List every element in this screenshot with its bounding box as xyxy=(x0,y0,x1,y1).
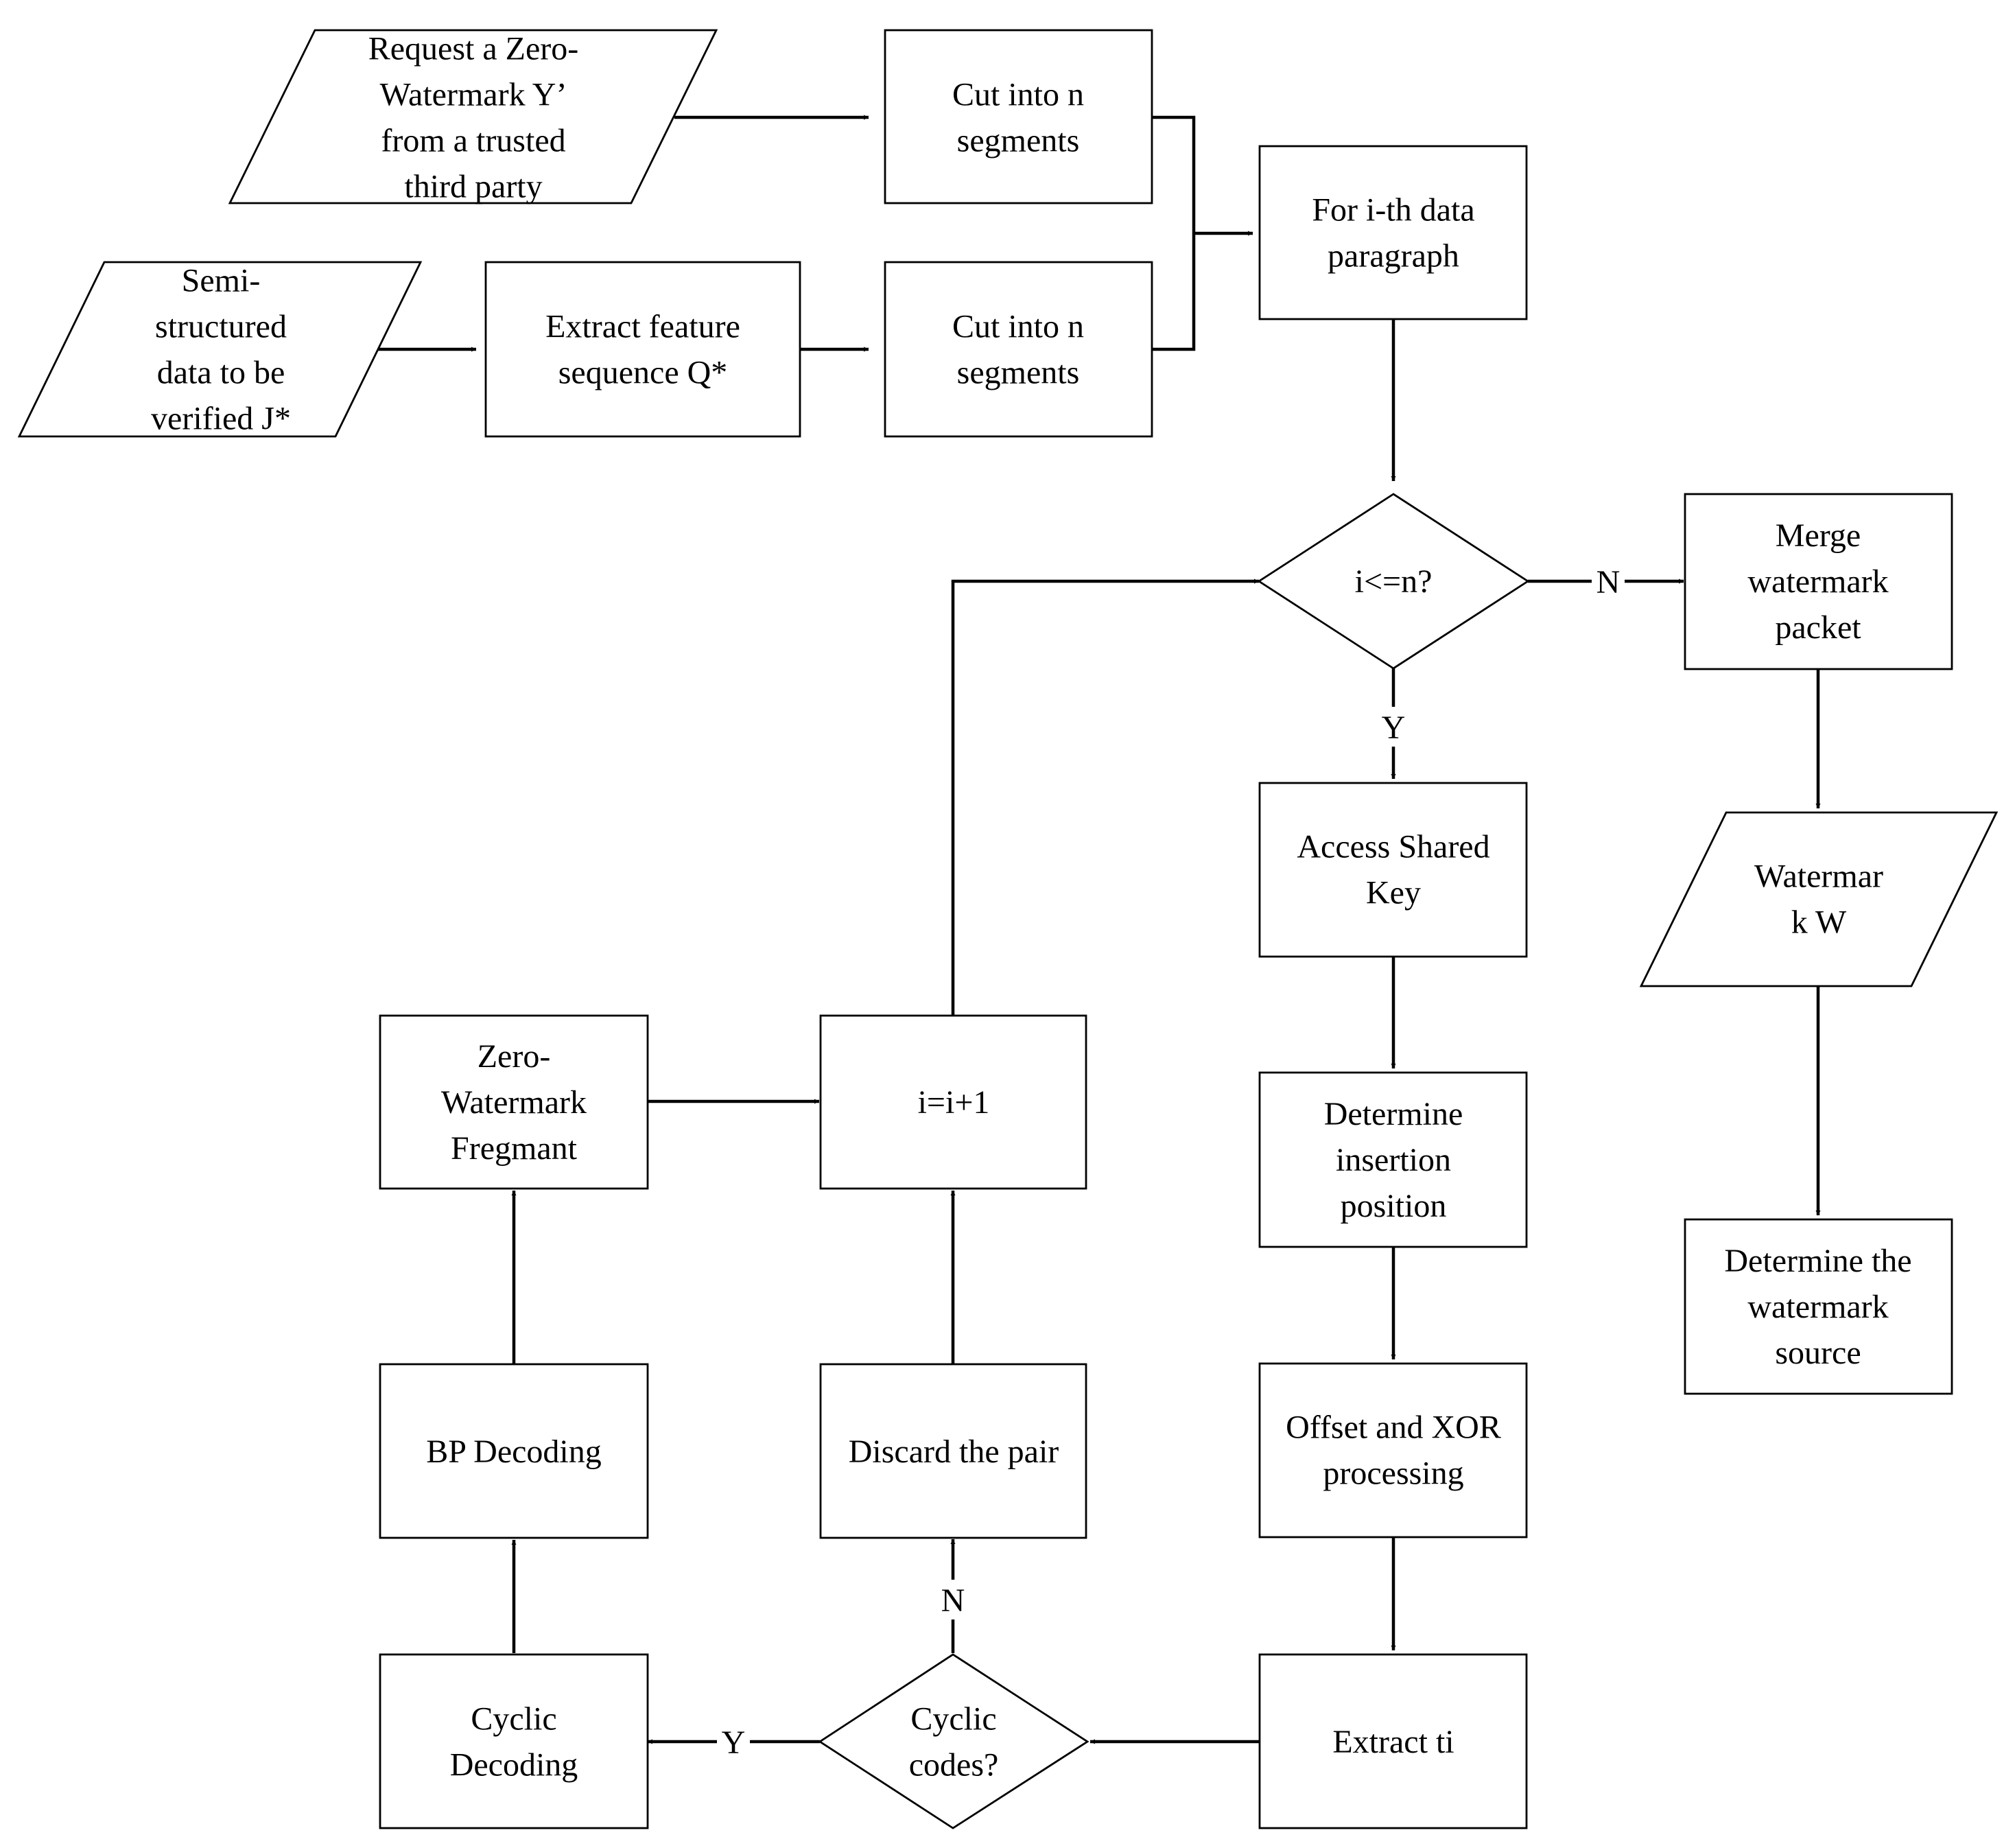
cyclic-codes-label: Cyclic codes? xyxy=(909,1701,999,1783)
extract-ti-node: Extract ti xyxy=(1258,1653,1528,1829)
extract-feature-node: Extract feature sequence Q* xyxy=(484,261,801,438)
cut-top-node: Cut into n segments xyxy=(884,29,1153,204)
label-line: structured xyxy=(155,309,287,345)
label-line: Extract ti xyxy=(1332,1724,1454,1760)
label-line: Access Shared xyxy=(1297,829,1489,865)
bp-decoding-label: BP Decoding xyxy=(426,1434,602,1470)
offset-xor-label: Offset and XOR processing xyxy=(1286,1410,1501,1492)
label-line: watermark xyxy=(1747,1289,1888,1325)
edge-label-y-cyclic: Y xyxy=(722,1724,746,1761)
i-increment-label: i=i+1 xyxy=(918,1084,990,1121)
label-line: Determine the xyxy=(1724,1243,1911,1279)
bp-decoding-node: BP Decoding xyxy=(379,1363,649,1539)
cyclic-codes-decision: Cyclic codes? xyxy=(818,1653,1089,1829)
label-line: Cyclic xyxy=(910,1701,996,1738)
label-line: Merge xyxy=(1776,517,1861,554)
label-line: i=i+1 xyxy=(918,1084,990,1121)
label-line: sequence Q* xyxy=(558,355,728,391)
determine-source-node: Determine the watermark source xyxy=(1684,1218,1953,1395)
extract-ti-label: Extract ti xyxy=(1332,1724,1454,1760)
label-line: BP Decoding xyxy=(426,1434,602,1470)
i-le-n-decision: i<=n? xyxy=(1257,493,1530,670)
edge-label-n-merge: N xyxy=(1596,564,1621,600)
cut-bottom-label: Cut into n segments xyxy=(952,309,1084,391)
merge-packet-label: Merge watermark packet xyxy=(1747,517,1888,646)
label-line: segments xyxy=(957,355,1080,391)
discard-pair-label: Discard the pair xyxy=(849,1434,1059,1470)
watermark-w-label: Watermar k W xyxy=(1754,858,1883,941)
request-zero-watermark-node: Request a Zero- Watermark Y’ from a truste… xyxy=(228,29,718,205)
label-line: verified J* xyxy=(151,401,291,437)
label-line: Cyclic xyxy=(471,1701,556,1738)
label-line: Request a Zero- xyxy=(368,31,579,67)
label-line: from a trusted xyxy=(381,123,565,159)
connectors xyxy=(376,115,1821,1744)
edge-increment-to-decision xyxy=(951,578,1259,1016)
for-ith-label: For i-th data paragraph xyxy=(1312,192,1474,274)
determine-source-label: Determine the watermark source xyxy=(1724,1243,1911,1371)
label-line: source xyxy=(1775,1335,1861,1371)
label-line: Determine xyxy=(1324,1096,1463,1132)
label-line: Semi- xyxy=(182,263,261,299)
label-line: Watermark Y’ xyxy=(380,77,567,113)
label-line: codes? xyxy=(909,1747,999,1783)
insertion-position-label: Determine insertion position xyxy=(1324,1096,1463,1224)
label-line: packet xyxy=(1775,609,1861,646)
request-zero-watermark-label: Request a Zero- Watermark Y’ from a truste… xyxy=(368,31,579,205)
label-line: Extract feature xyxy=(545,309,740,345)
label-line: segments xyxy=(957,123,1080,159)
label-line: Watermar xyxy=(1754,858,1883,895)
label-line: Zero- xyxy=(478,1038,551,1075)
label-line: k W xyxy=(1791,904,1847,941)
label-line: i<=n? xyxy=(1355,563,1433,600)
label-line: Offset and XOR xyxy=(1286,1410,1501,1446)
cut-bottom-node: Cut into n segments xyxy=(884,261,1153,438)
cut-top-label: Cut into n segments xyxy=(952,77,1084,159)
label-line: Decoding xyxy=(450,1747,578,1783)
label-line: Cut into n xyxy=(952,309,1084,345)
i-le-n-label: i<=n? xyxy=(1355,563,1433,600)
merge-packet-node: Merge watermark packet xyxy=(1684,493,1953,670)
edge-cut-top-join xyxy=(1152,115,1196,351)
edge-label-y-access: Y xyxy=(1382,710,1406,746)
label-line: position xyxy=(1341,1188,1447,1224)
watermark-w-node: Watermar k W xyxy=(1639,811,1999,987)
for-ith-node: For i-th data paragraph xyxy=(1258,145,1528,320)
label-line: insertion xyxy=(1336,1142,1451,1178)
label-line: For i-th data xyxy=(1312,192,1474,229)
label-line: data to be xyxy=(157,355,285,391)
label-line: Discard the pair xyxy=(849,1434,1059,1470)
label-line: third party xyxy=(404,169,542,205)
offset-xor-node: Offset and XOR processing xyxy=(1258,1362,1528,1539)
label-line: watermark xyxy=(1747,563,1888,600)
label-line: processing xyxy=(1323,1455,1463,1492)
semi-structured-data-label: Semi-structured data to be verified J* xyxy=(151,263,291,437)
label-line: Fregmant xyxy=(451,1130,578,1167)
i-increment-node: i=i+1 xyxy=(819,1014,1087,1190)
discard-pair-node: Discard the pair xyxy=(819,1363,1087,1539)
semi-structured-data-node: Semi-structured data to be verified J* xyxy=(17,261,423,438)
extract-feature-label: Extract feature sequence Q* xyxy=(545,309,740,391)
label-line: paragraph xyxy=(1328,238,1459,274)
label-line: Watermark xyxy=(441,1084,587,1121)
insertion-position-node: Determine insertion position xyxy=(1258,1071,1528,1248)
label-line: Key xyxy=(1366,875,1421,911)
edge-label-n-discard: N xyxy=(941,1582,965,1619)
label-line: Cut into n xyxy=(952,77,1084,113)
